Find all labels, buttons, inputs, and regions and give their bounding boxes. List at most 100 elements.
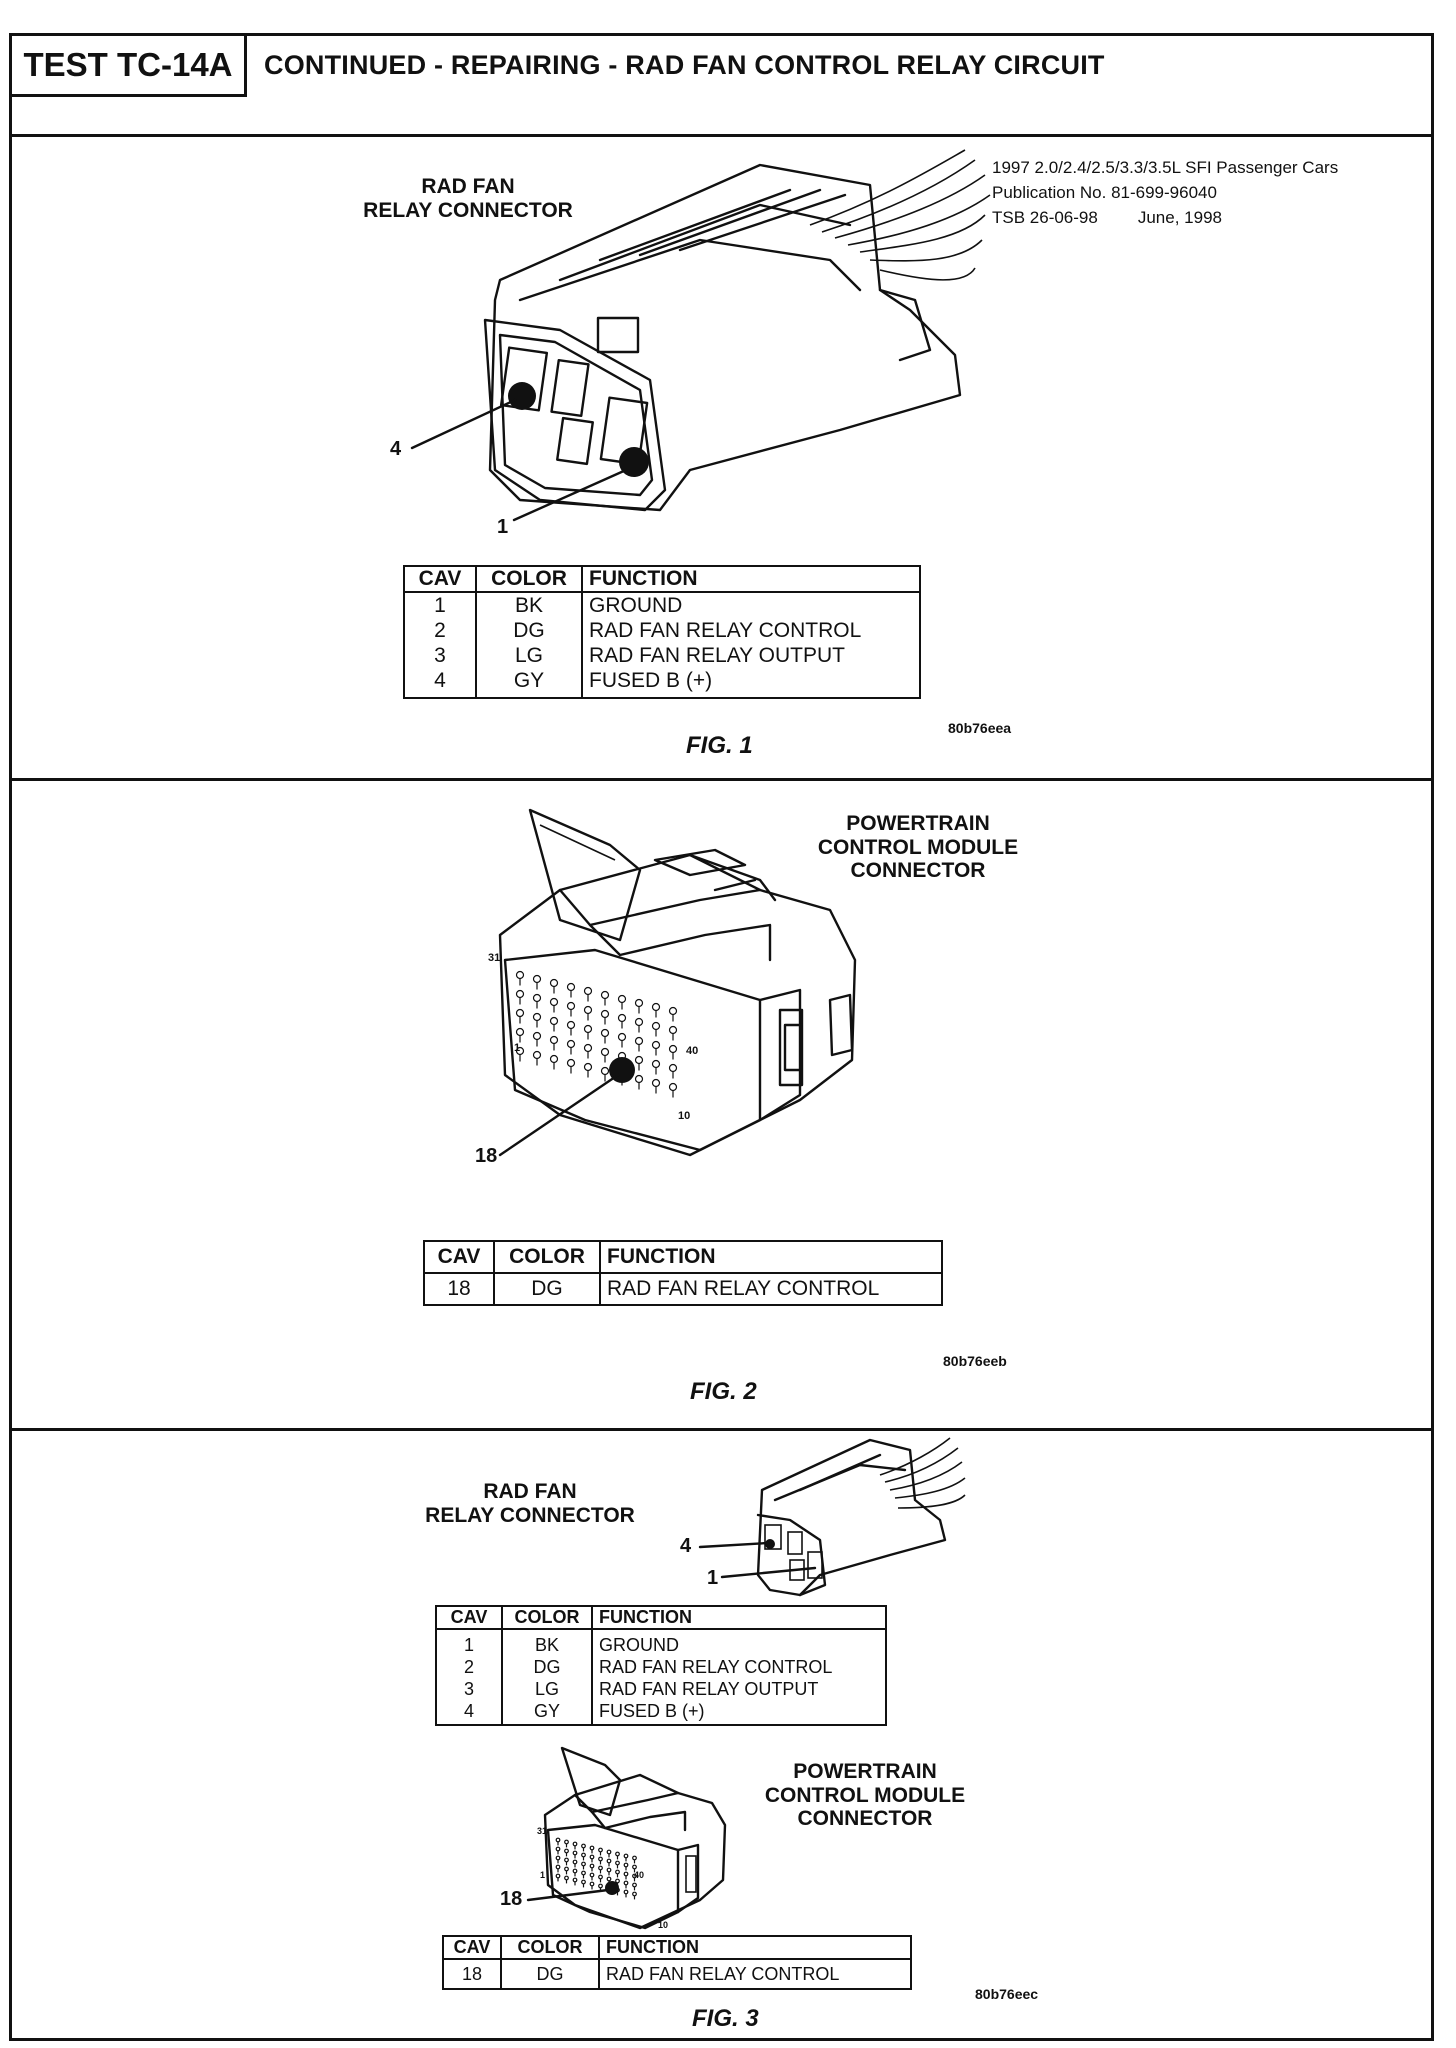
col-color: COLOR [501,1605,593,1630]
fig3-relay-connector-label: RAD FAN RELAY CONNECTOR [425,1480,635,1527]
table-row: 18 DG RAD FAN RELAY CONTROL [442,1959,912,1990]
fig3-callout-1: 1 [707,1567,719,1589]
col-color: COLOR [475,565,583,593]
pin-40-label: 40 [634,1870,645,1880]
table-header-row: CAV COLOR FUNCTION [435,1605,887,1630]
color-value: BK [514,594,543,617]
connector-pin [632,1882,637,1888]
connector-pin [615,1851,620,1857]
color-value: LG [514,644,543,667]
fig2-id: 80b76eeb [943,1353,1007,1369]
connector-pin [606,1858,612,1864]
col-cav: CAV [423,1240,495,1274]
cav-value: 3 [463,1679,474,1699]
fig1-id: 80b76eea [948,720,1012,736]
connector-pin [572,1859,578,1865]
cav-value: 18 [423,1273,495,1306]
function-value: GROUND [599,1635,679,1655]
fig3-caption: FIG. 3 [692,2005,759,2032]
fig2-caption: FIG. 2 [690,1378,757,1405]
connector-pin [598,1883,603,1889]
connector-pin [581,1879,586,1885]
col-function: FUNCTION [599,1240,943,1274]
col-function: FUNCTION [581,565,921,593]
connector-pin [589,1872,595,1878]
connector-pin [632,1855,637,1861]
connector-pin [615,1878,620,1884]
page-title: CONTINUED - REPAIRING - RAD FAN CONTROL … [264,50,1105,80]
col-color: COLOR [493,1240,601,1274]
function-value: RAD FAN RELAY CONTROL [598,1959,912,1990]
connector-pin [564,1839,569,1845]
connector-pin [564,1848,569,1854]
color-value: LG [534,1679,559,1699]
connector-pin [572,1877,578,1883]
pin-10-label: 10 [678,1110,691,1122]
connector-pin [623,1880,629,1886]
fig1-callout-1: 1 [497,516,509,538]
connector-pin [589,1845,595,1851]
function-value: RAD FAN RELAY CONTROL [599,1273,943,1306]
connector-pin [632,1873,637,1879]
connector-pin [598,1847,603,1853]
table-header-row: CAV COLOR FUNCTION [442,1935,912,1960]
connector-pin [581,1870,586,1876]
connector-pin [555,1846,561,1852]
fig3-pcm-cavity-table: CAV COLOR FUNCTION 18 DG RAD FAN RELAY C… [442,1935,912,1990]
cav-value: 2 [463,1657,474,1677]
color-value: DG [493,1273,601,1306]
cav-value: 4 [463,1701,474,1721]
connector-pin [581,1852,586,1858]
col-function: FUNCTION [591,1605,887,1630]
table-row: 18 DG RAD FAN RELAY CONTROL [423,1273,943,1306]
pin-31-label: 31 [488,952,501,964]
table-body: 1 2 3 4 BK DG LG GY GROUND RAD FAN RELAY… [435,1629,887,1726]
connector-pin [572,1868,578,1874]
fig3-callout-4: 4 [680,1535,692,1557]
connector-pin [589,1863,595,1869]
connector-pin [615,1869,620,1875]
function-value: RAD FAN RELAY OUTPUT [589,644,845,667]
fig1-callout-4: 4 [390,438,402,460]
connector-pin [581,1843,586,1849]
connector-pin [555,1837,561,1843]
connector-pin [606,1867,612,1873]
fig2-pcm-connector-label: POWERTRAIN CONTROL MODULE CONNECTOR [817,812,1019,883]
cav-value: 1 [434,594,446,617]
fig3-relay-cavity-table: CAV COLOR FUNCTION 1 2 3 4 BK DG LG GY G… [435,1605,887,1726]
color-value: DG [500,1959,600,1990]
connector-pin [623,1862,629,1868]
connector-pin [589,1854,595,1860]
connector-pin [606,1876,612,1882]
connector-pin [564,1857,569,1863]
pin-40-label: 40 [686,1045,699,1057]
col-color: COLOR [500,1935,600,1960]
connector-pin [615,1860,620,1866]
fig1-cavity-table: CAV COLOR FUNCTION 1 2 3 4 BK DG LG GY G… [403,565,921,699]
col-cav: CAV [403,565,477,593]
connector-pin [564,1866,569,1872]
connector-pin [581,1861,586,1867]
color-value: GY [513,669,545,692]
fig3-callout-18: 18 [500,1888,523,1910]
connector-pin [589,1881,595,1887]
connector-pin [598,1856,603,1862]
connector-pin [598,1874,603,1880]
table-header-row: CAV COLOR FUNCTION [403,565,921,593]
table-header-row: CAV COLOR FUNCTION [423,1240,943,1274]
section-divider-2 [9,1428,1434,1431]
cav-value: 18 [442,1959,502,1990]
fig3-id: 80b76eec [975,1986,1039,2002]
col-cav: CAV [435,1605,503,1630]
connector-pin [572,1841,578,1847]
pin-1-label: 1 [514,1042,521,1054]
test-id-box: TEST TC-14A [9,33,247,97]
cav-value: 1 [463,1635,474,1655]
function-value: FUSED B (+) [599,1701,705,1721]
connector-pin [555,1873,561,1879]
function-value: GROUND [589,594,683,617]
connector-pin [623,1889,629,1895]
